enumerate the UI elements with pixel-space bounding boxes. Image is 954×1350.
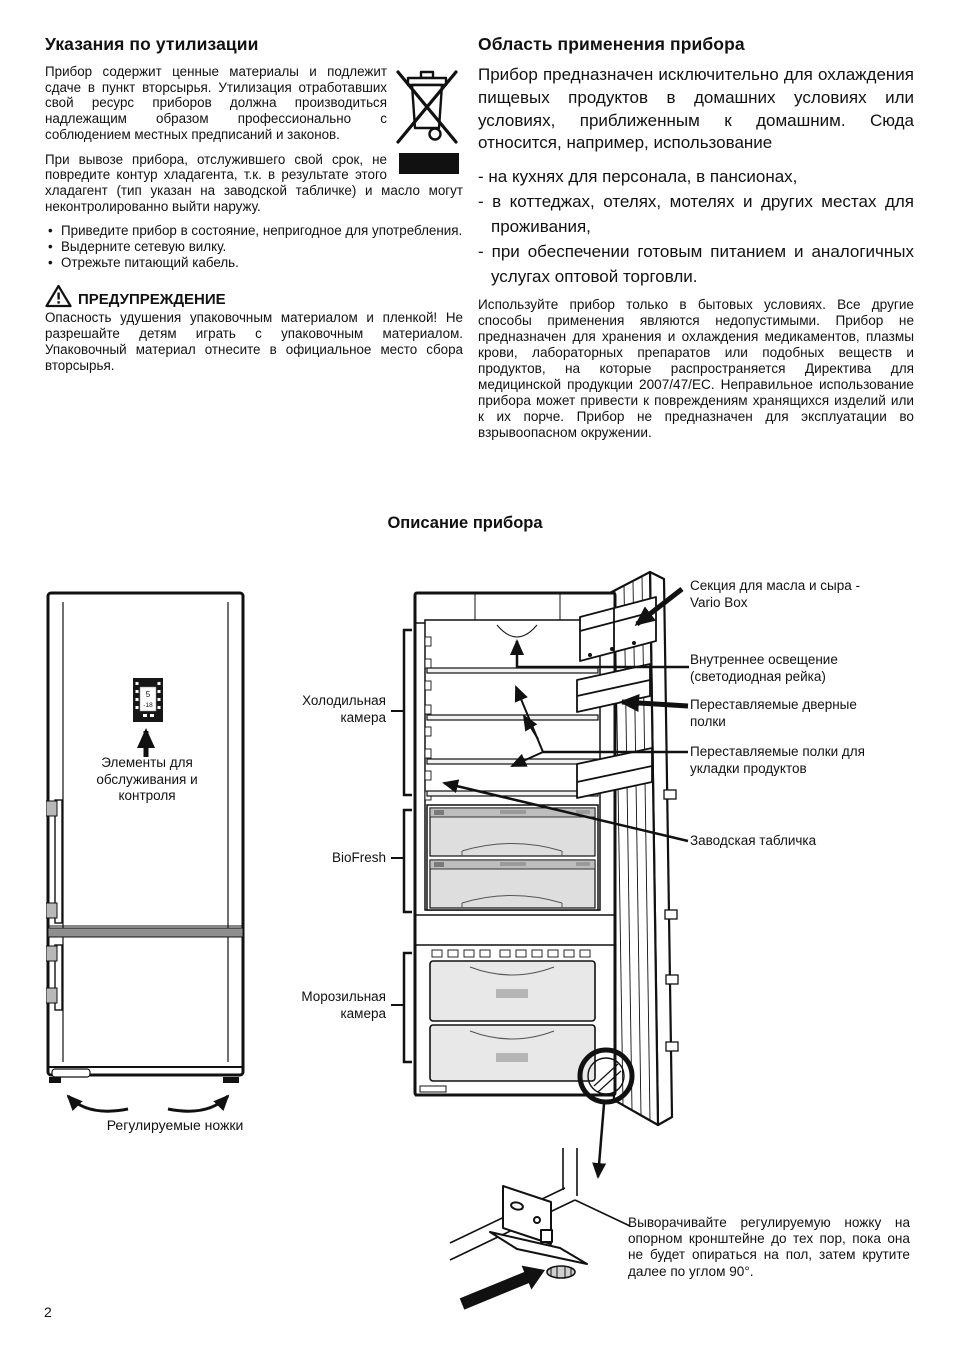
interior-light-leader bbox=[510, 639, 689, 669]
fridge-open-view-drawing bbox=[413, 570, 679, 1127]
application-paragraph-1: Прибор предназначен исключительно для ох… bbox=[478, 65, 914, 153]
page-number: 2 bbox=[44, 1304, 52, 1320]
adjustable-foot-detail-drawing bbox=[449, 1148, 631, 1310]
label-controls: Элементы для обслуживания и контроля bbox=[96, 755, 198, 803]
application-paragraph-2: Используйте прибор только в бытовых усло… bbox=[478, 297, 914, 441]
application-heading: Область применения прибора bbox=[478, 34, 745, 54]
label-door-shelves: Переставляемые дверные полки bbox=[690, 697, 857, 729]
support-bracket bbox=[489, 1185, 588, 1265]
freezer-drawers bbox=[429, 960, 596, 1082]
disposal-bullet-list: Приведите прибор в состояние, непригодно… bbox=[45, 223, 463, 270]
label-type-plate: Заводская табличка bbox=[690, 833, 817, 848]
bullet-item: Приведите прибор в состояние, непригодно… bbox=[48, 223, 463, 239]
disposal-paragraph-1: Прибор содержит ценные материалы и подле… bbox=[45, 64, 387, 142]
magnifier-arrow bbox=[592, 1103, 607, 1179]
dash-item: - в коттеджах, отелях, мотелях и других … bbox=[478, 192, 914, 237]
label-biofresh: BioFresh bbox=[331, 850, 386, 865]
interior-light-dome bbox=[496, 624, 538, 638]
black-redaction-bar bbox=[399, 153, 459, 174]
bullet-item: Отрежьте питающий кабель. bbox=[48, 255, 463, 271]
freezer-rail bbox=[431, 949, 591, 958]
label-freezer-compartment: Морозильная камера bbox=[301, 989, 386, 1021]
fridge-front-view-drawing: 5 -18 bbox=[46, 591, 245, 1083]
warning-triangle-icon bbox=[45, 285, 72, 308]
weee-figure bbox=[395, 66, 463, 174]
application-usage-list: - на кухнях для персонала, в пансионах, … bbox=[478, 164, 914, 289]
label-vario-box: Секция для масла и сыра - Vario Box bbox=[690, 578, 860, 610]
left-foot-arrow bbox=[66, 1094, 129, 1113]
control-panel-icon: 5 -18 bbox=[133, 678, 163, 722]
diagram-title: Описание прибора bbox=[387, 514, 543, 532]
adjustable-foot bbox=[546, 1265, 576, 1279]
label-interior-light: Внутреннее освещение (светодиодная рейка… bbox=[690, 652, 838, 684]
label-storage-shelves: Переставляемые полки для укладки продукт… bbox=[690, 744, 865, 776]
dash-item: - на кухнях для персонала, в пансионах, bbox=[478, 167, 798, 187]
shelf-support-notches bbox=[424, 636, 432, 801]
svg-text:-18: -18 bbox=[143, 702, 153, 709]
dash-item: - при обеспечении готовым питанием и ана… bbox=[478, 242, 914, 287]
vario-box-arrow bbox=[634, 587, 684, 626]
crossed-wheelie-bin-icon bbox=[396, 70, 458, 144]
type-plate-arrow bbox=[442, 779, 689, 843]
turn-foot-arrow bbox=[459, 1265, 545, 1310]
application-section: Область применения прибора Прибор предна… bbox=[478, 34, 914, 450]
biofresh-drawers bbox=[426, 804, 599, 911]
right-foot-arrow bbox=[167, 1094, 230, 1113]
label-adjustable-feet: Регулируемые ножки bbox=[106, 1117, 244, 1133]
warning-heading: ПРЕДУПРЕЖДЕНИЕ bbox=[78, 291, 226, 309]
magnifier-circle bbox=[577, 1047, 635, 1105]
disposal-section: Указания по утилизации Прибор содержит ц… bbox=[45, 34, 463, 382]
disposal-paragraph-2: При вывозе прибора, отслужившего свой ср… bbox=[45, 151, 463, 214]
callout-lines-overlay bbox=[66, 587, 689, 1179]
label-fridge-compartment: Холодильная камера bbox=[302, 693, 386, 725]
warning-text: Опасность удушения упаковочным материало… bbox=[45, 310, 463, 373]
foot-adjustment-note: Выворачивайте регулируемую ножку на опор… bbox=[628, 1215, 910, 1279]
fridge-compartment-bracket bbox=[402, 628, 412, 797]
freezer-compartment-bracket bbox=[402, 951, 412, 1064]
svg-text:5: 5 bbox=[146, 690, 151, 699]
disposal-heading: Указания по утилизации bbox=[45, 34, 259, 54]
warning-header: ПРЕДУПРЕЖДЕНИЕ bbox=[45, 284, 463, 308]
door-shelves-arrow bbox=[619, 694, 689, 713]
biofresh-bracket bbox=[402, 808, 412, 914]
door-handles bbox=[54, 799, 63, 1011]
bullet-item: Выдерните сетевую вилку. bbox=[48, 239, 463, 255]
appliance-description-diagram: Описание прибора 5 -18 bbox=[0, 505, 954, 1350]
